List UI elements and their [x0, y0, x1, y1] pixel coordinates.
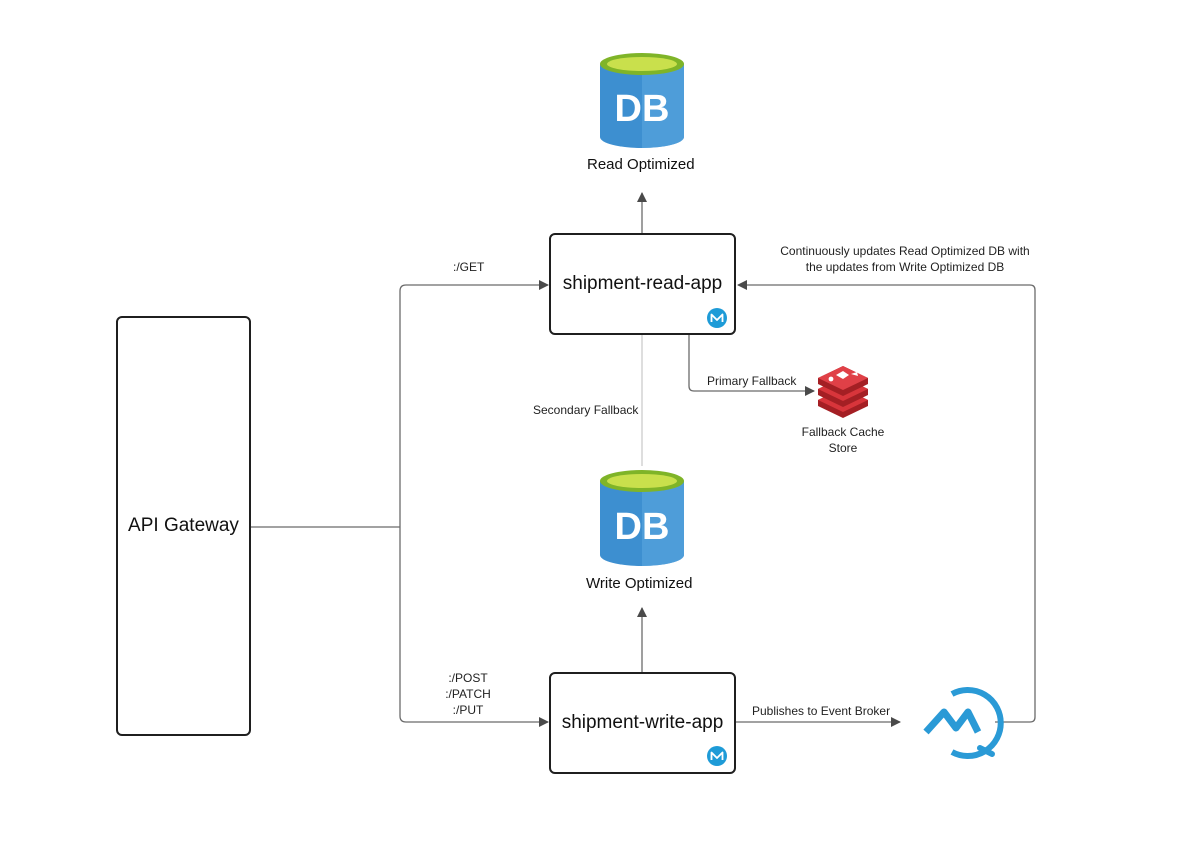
write-db-icon: DB: [600, 470, 684, 566]
edge-label-post: :/POST: [448, 671, 488, 685]
shipment-read-app-title: shipment-read-app: [562, 273, 723, 294]
edge-get: [399, 280, 549, 527]
edge-label-secondary-fallback: Secondary Fallback: [533, 403, 639, 417]
cache-label-line1: Fallback Cache: [801, 425, 885, 439]
shipment-write-app-title: shipment-write-app: [561, 712, 724, 733]
write-db-icon-text: DB: [615, 506, 670, 548]
edge-label-sync-line2: the updates from Write Optimized DB: [805, 260, 1005, 274]
edge-label-patch: :/PATCH: [445, 687, 491, 701]
edge-label-sync: Continuously updates Read Optimized DB w…: [770, 243, 1040, 275]
shipment-write-app-box[interactable]: shipment-write-app: [549, 672, 736, 774]
read-db-label: Read Optimized: [587, 156, 695, 173]
edge-primary-fallback: [688, 334, 815, 396]
redis-icon: [818, 366, 868, 418]
edge-sync: [737, 280, 1036, 723]
shipment-read-app-box[interactable]: shipment-read-app: [549, 233, 736, 335]
edge-label-publishes: Publishes to Event Broker: [752, 704, 891, 718]
write-db-label: Write Optimized: [586, 575, 693, 592]
api-gateway-box[interactable]: API Gateway: [116, 316, 251, 736]
edge-label-sync-line1: Continuously updates Read Optimized DB w…: [780, 244, 1030, 258]
read-db-icon-text: DB: [615, 88, 670, 130]
edge-label-primary-fallback: Primary Fallback: [707, 374, 797, 388]
edge-write-methods: [399, 527, 549, 727]
cache-label: Fallback Cache Store: [788, 424, 898, 456]
edge-label-put: :/PUT: [452, 703, 484, 717]
cache-label-line2: Store: [828, 441, 858, 455]
anypoint-mq-icon: [923, 687, 1004, 759]
api-gateway-title: API Gateway: [128, 515, 239, 536]
read-db-icon: DB: [600, 53, 684, 148]
edge-label-get: :/GET: [453, 260, 485, 274]
edge-label-write-methods: :/POST :/PATCH :/PUT: [436, 670, 500, 718]
